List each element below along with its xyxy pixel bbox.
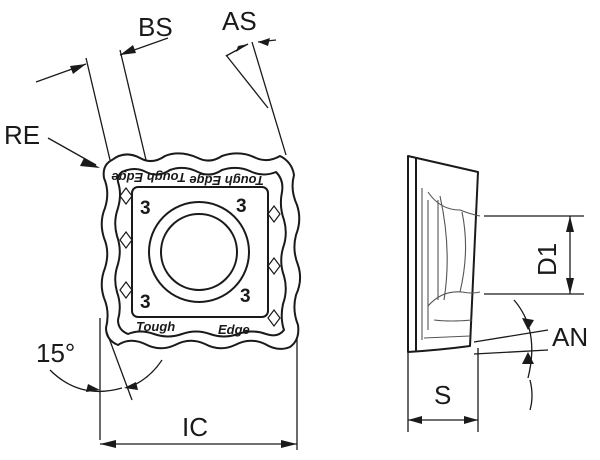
dimension-bs: BS — [35, 12, 173, 161]
center-hole-inner — [160, 213, 238, 291]
brand-text-bottom-right: Edge — [218, 322, 250, 337]
side-outer-profile — [407, 155, 479, 353]
as-label: AS — [222, 6, 257, 36]
brand-text-bottom-left: Tough — [136, 319, 175, 334]
re-label: RE — [4, 120, 40, 150]
d1-label: D1 — [532, 243, 562, 276]
dimension-d1: D1 — [484, 215, 584, 295]
chipbreaker-left-lower — [119, 281, 133, 299]
brand-text-top-left: Tough Edge — [111, 170, 186, 185]
chipbreaker-right-lower — [267, 257, 281, 275]
brand-text-top-right: Tough Edge — [189, 173, 264, 188]
s-label: S — [434, 380, 451, 410]
dimension-as: AS — [222, 6, 287, 156]
dimension-s: S — [407, 348, 479, 432]
ic-label: IC — [182, 412, 208, 442]
dimension-re: RE — [4, 120, 100, 168]
dimension-angle-15: 15° — [36, 318, 163, 440]
chipbreaker-right-upper — [267, 205, 281, 223]
chipbreaker-left-upper — [119, 231, 133, 249]
insert-inner-contour — [114, 166, 287, 338]
dimension-ic: IC — [100, 338, 298, 450]
insert-top-view: 3 3 3 3 Tough Edge Tough Edge Tough Edge — [100, 152, 302, 350]
angle-15-label: 15° — [36, 338, 75, 368]
grade-mark-bottom-right: 3 — [240, 286, 251, 307]
grade-mark-top-right: 3 — [236, 196, 247, 217]
an-label: AN — [552, 322, 588, 352]
bs-label: BS — [138, 12, 173, 42]
insert-side-view — [407, 155, 481, 353]
insert-outer-contour — [100, 152, 302, 350]
grade-mark-top-left: 3 — [140, 198, 151, 219]
insert-inner-square — [131, 186, 269, 318]
grade-mark-bottom-left: 3 — [140, 292, 151, 313]
center-hole-outer — [148, 201, 250, 303]
dimension-an: AN — [473, 299, 588, 411]
chipbreaker-bottom — [267, 309, 281, 327]
chipbreaker-top — [119, 187, 133, 205]
